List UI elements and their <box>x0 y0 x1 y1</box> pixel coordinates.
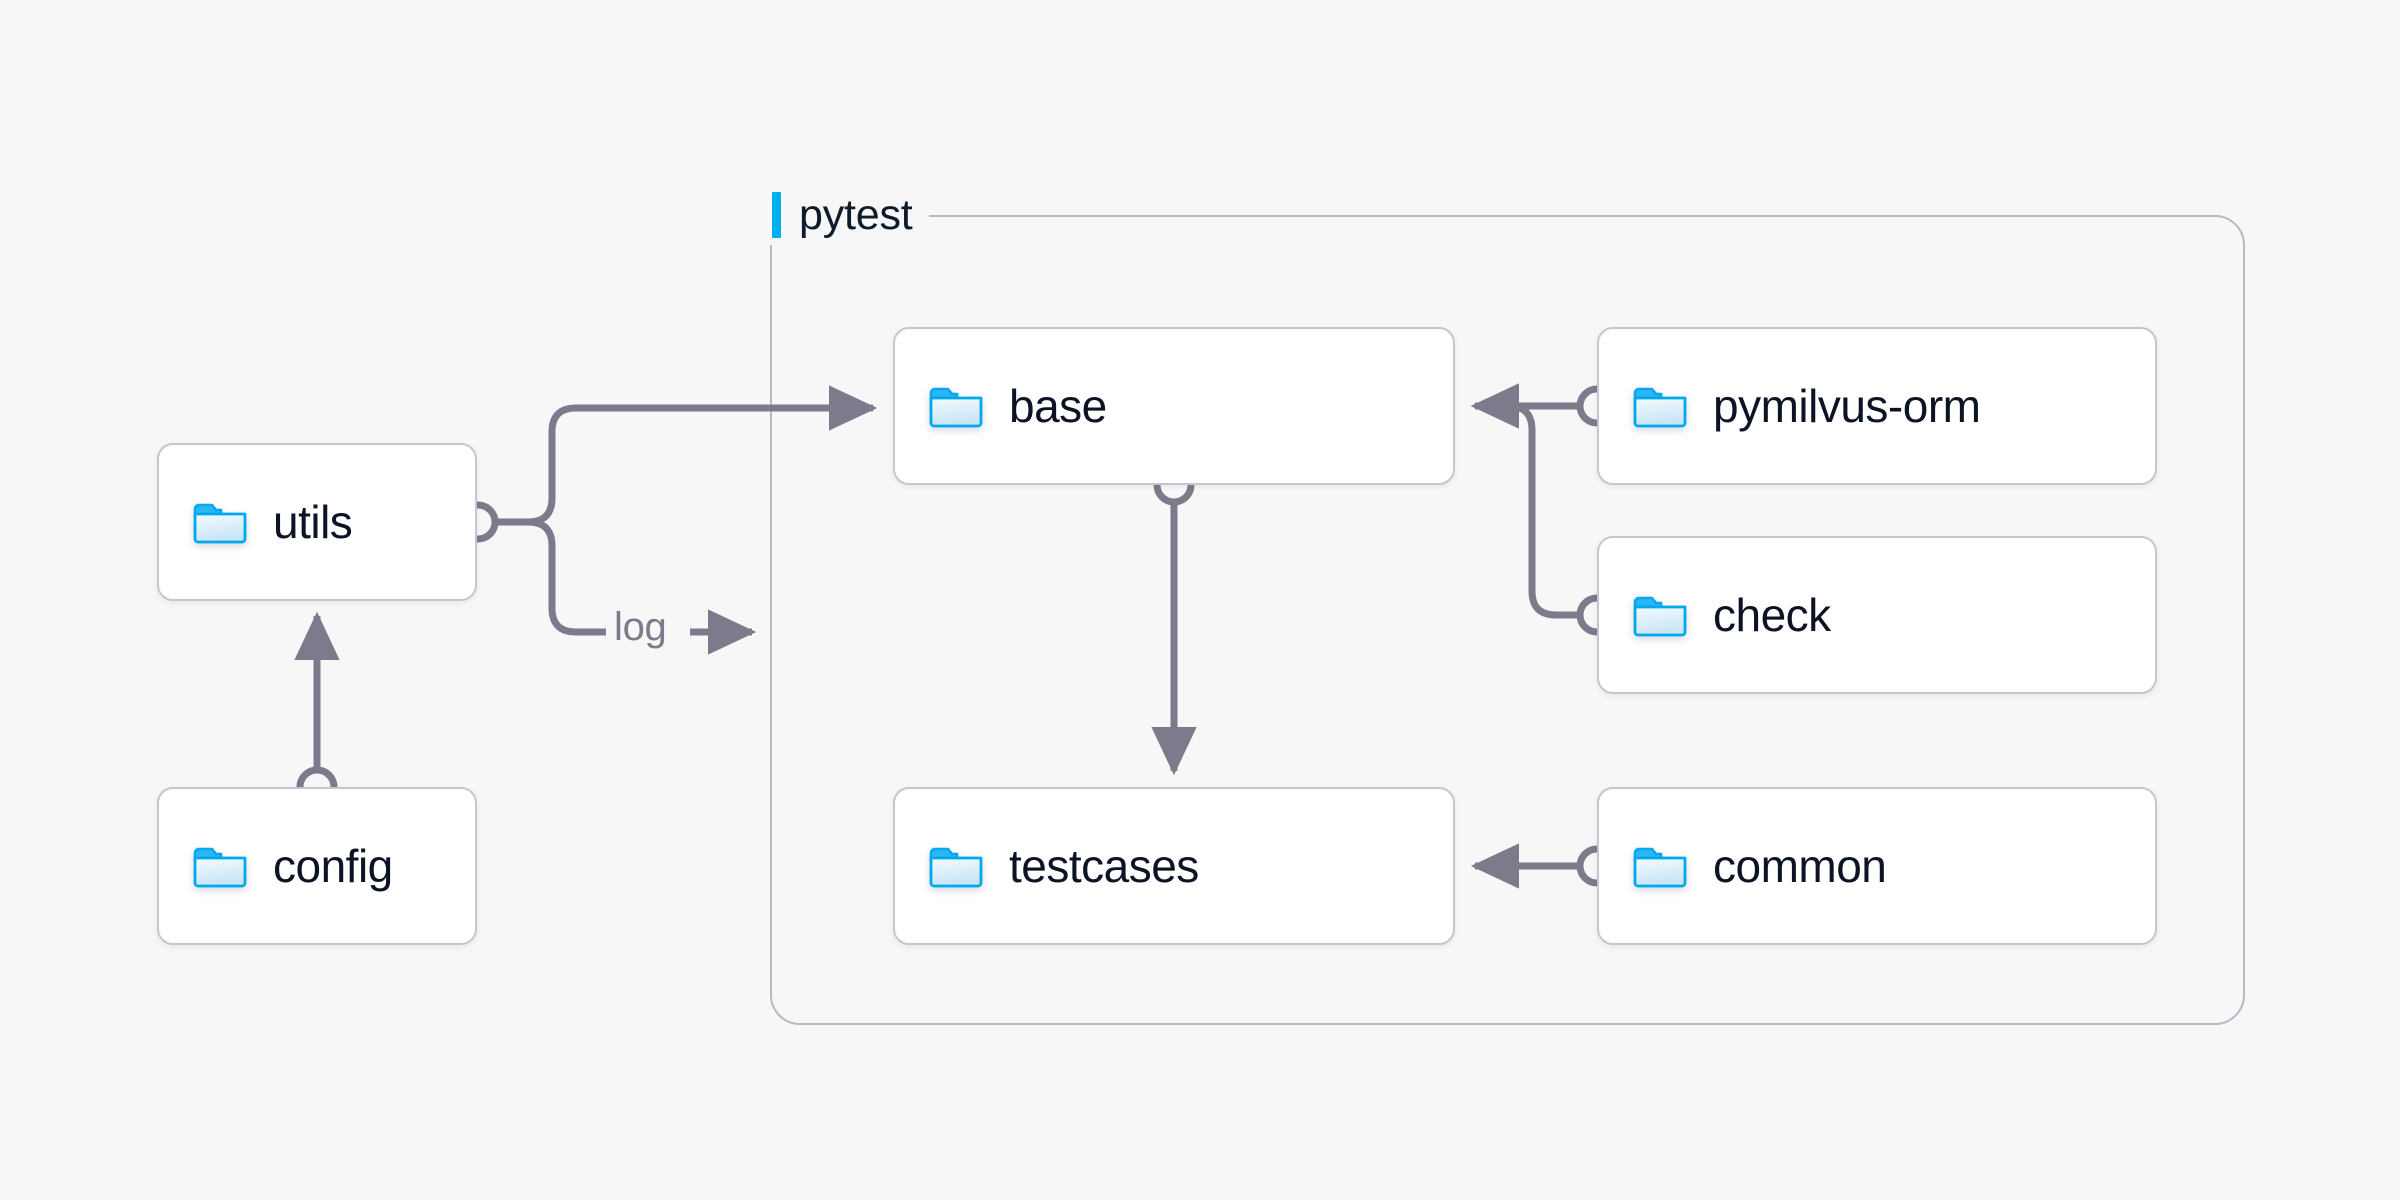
pytest-group-title-label: pytest <box>799 190 913 239</box>
node-content-utils: utils <box>159 496 353 548</box>
node-label-pymilvus-orm: pymilvus-orm <box>1713 380 1981 432</box>
node-label-testcases: testcases <box>1009 840 1199 892</box>
node-utils[interactable]: utils <box>157 443 477 601</box>
node-check[interactable]: check <box>1597 536 2157 694</box>
node-label-common: common <box>1713 840 1887 892</box>
node-label-check: check <box>1713 589 1831 641</box>
edge-label-log: log <box>608 605 673 650</box>
pytest-group-title: pytest <box>756 185 929 245</box>
folder-icon <box>929 387 983 428</box>
node-content-base: base <box>895 383 1107 429</box>
node-content-pymilvus-orm: pymilvus-orm <box>1599 380 1981 432</box>
node-testcases[interactable]: testcases <box>893 787 1455 945</box>
folder-icon <box>1633 596 1687 637</box>
node-pymilvus-orm[interactable]: pymilvus-orm <box>1597 327 2157 485</box>
node-content-testcases: testcases <box>895 843 1199 889</box>
folder-icon <box>193 503 247 544</box>
node-config[interactable]: config <box>157 787 477 945</box>
node-label-config: config <box>273 840 393 892</box>
pytest-group-container[interactable] <box>770 215 2245 1025</box>
node-label-utils: utils <box>273 496 353 548</box>
folder-icon <box>1633 387 1687 428</box>
node-label-base: base <box>1009 380 1107 432</box>
node-content-config: config <box>159 843 393 889</box>
node-base[interactable]: base <box>893 327 1455 485</box>
node-common[interactable]: common <box>1597 787 2157 945</box>
accent-bar-icon <box>772 192 781 238</box>
node-content-check: check <box>1599 592 1831 638</box>
folder-icon <box>929 847 983 888</box>
folder-icon <box>193 847 247 888</box>
folder-icon <box>1633 847 1687 888</box>
edge-utils-to-pytest-log-a <box>527 518 606 636</box>
node-content-common: common <box>1599 840 1887 892</box>
